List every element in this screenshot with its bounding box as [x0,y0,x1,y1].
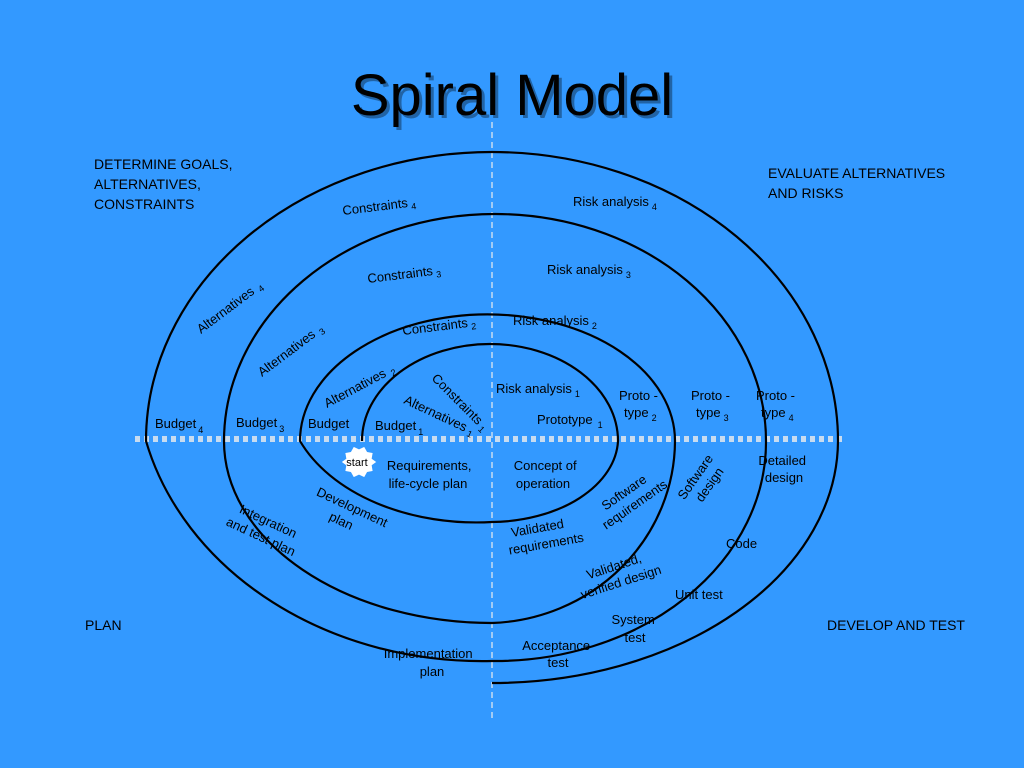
step-detailed-design: Detailed design [758,453,809,485]
start-burst-icon[interactable] [340,445,378,479]
page-title: Spiral Model [351,63,673,128]
start-label: start [346,457,367,469]
step-concept-of-operation: Concept of operation [514,458,581,491]
step-unit-test: Unit test [675,587,723,602]
quadrant-develop-and-test: DEVELOP AND TEST [827,617,965,633]
alternatives-4: Alternatives4 [194,278,266,338]
quadrant-determine-goals: DETERMINE GOALS, ALTERNATIVES, CONSTRAIN… [94,156,236,212]
step-software-design: Software design [674,449,731,512]
quadrant-evaluate-alternatives: EVALUATE ALTERNATIVES AND RISKS [768,165,949,201]
alternatives-3: Alternatives3 [255,321,327,381]
step-code: Code [726,536,757,551]
step-validated-design: Validated, verified design [573,546,663,602]
step-requirements-plan: Requirements, life-cycle plan [387,458,475,491]
step-software-requirements: Software requirements [590,463,670,532]
budget-2: Budget [308,416,350,431]
step-acceptance-test: Acceptance test [522,638,594,670]
step-implementation-plan: Implementation plan [384,646,477,679]
title-shadow: Spiral Model [354,66,676,131]
step-development-plan: Development plan [307,484,393,547]
step-system-test: System test [612,612,659,645]
step-integration-plan: Integration and test plan [224,499,305,559]
quadrant-plan: PLAN [85,617,122,633]
spiral-path [144,150,840,685]
